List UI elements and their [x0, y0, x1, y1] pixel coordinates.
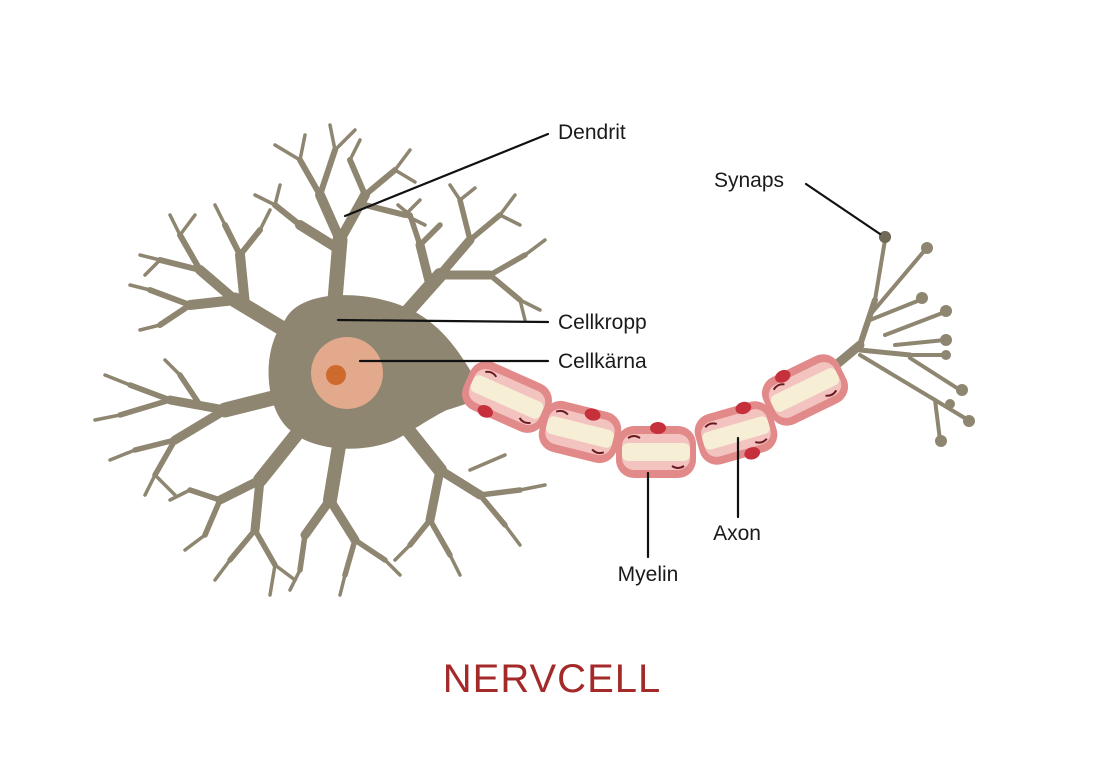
label-cellkropp: Cellkropp: [558, 311, 647, 334]
label-cellkarna: Cellkärna: [558, 350, 647, 373]
nucleus: [311, 337, 383, 409]
label-dendrit: Dendrit: [558, 121, 626, 144]
nucleolus: [326, 365, 346, 385]
synapse-marker: [879, 231, 891, 243]
myelin-segment: [616, 422, 696, 478]
diagram-title: NERVCELL: [443, 657, 661, 701]
myelin-segment: [694, 401, 778, 465]
myelin-segment: [761, 354, 849, 426]
leader-dendrit: [343, 132, 550, 218]
label-axon: Axon: [713, 522, 761, 545]
dendrites: [93, 123, 547, 597]
label-myelin: Myelin: [618, 563, 679, 586]
leader-cellkropp: [336, 318, 550, 324]
myelin-segment: [538, 400, 622, 464]
leader-lines: [336, 132, 882, 559]
leader-synaps: [804, 182, 882, 236]
label-synaps: Synaps: [714, 169, 784, 192]
myelin-segment: [461, 361, 553, 433]
axon-terminals: [825, 238, 970, 442]
myelin-sheath: [461, 354, 849, 478]
